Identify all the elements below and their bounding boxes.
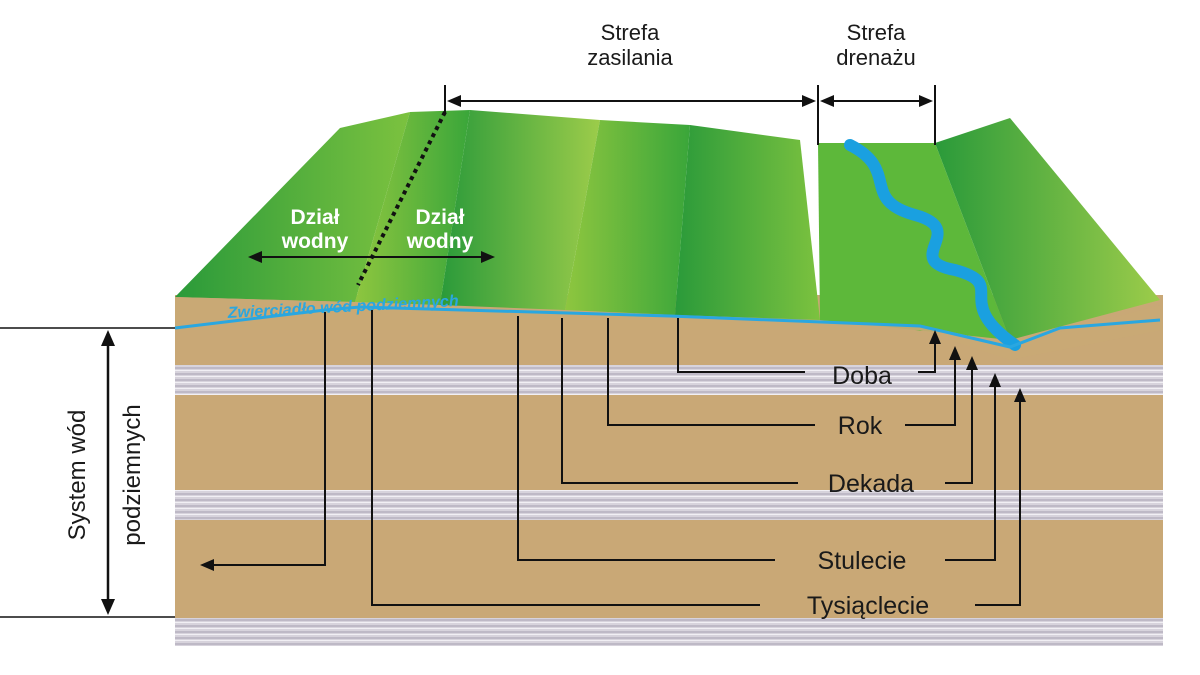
- flow-path-stulecie-return: [945, 385, 996, 561]
- divide-left-label-2: wodny: [281, 230, 349, 253]
- aquitard-layer-1: [175, 365, 1163, 395]
- flow-arrowheads: [200, 330, 1026, 571]
- divide-right-label-1: Dział: [415, 206, 464, 229]
- label-tysiaclecie: Tysiąclecie: [807, 592, 929, 620]
- label-doba: Doba: [832, 362, 892, 390]
- drainage-arrow-head-left: [820, 95, 834, 107]
- arrowhead-doba: [929, 330, 941, 344]
- drainage-arrow-head-right: [919, 95, 933, 107]
- flow-path-tysiaclecie: [371, 310, 760, 606]
- flow-path-regional: [212, 312, 326, 566]
- soil-top-edge: [175, 297, 1163, 360]
- terrain-strip-1: [175, 112, 410, 302]
- drainage-zone-label-1: Strefa: [847, 20, 906, 45]
- terrain-strip-3: [440, 110, 600, 310]
- flow-path-dekada: [561, 318, 798, 484]
- arrowhead-rok: [949, 346, 961, 360]
- arrowhead-stulecie: [989, 373, 1001, 387]
- flow-path-doba: [677, 318, 805, 373]
- system-arrow-head-top: [101, 330, 115, 346]
- label-rok: Rok: [838, 412, 883, 440]
- flow-path-stulecie: [517, 316, 775, 561]
- divide-arrow-head-right: [481, 251, 495, 263]
- terrain-strip-5: [675, 125, 820, 320]
- zone-brackets: Strefa zasilania Strefa drenażu: [444, 20, 936, 145]
- water-table-line: [174, 305, 1161, 349]
- arrowhead-dekada: [966, 356, 978, 370]
- arrowhead-regional: [200, 559, 214, 571]
- flow-path-doba-return: [918, 342, 936, 373]
- recharge-zone-label-2: zasilania: [587, 45, 673, 70]
- system-arrow-head-bottom: [101, 599, 115, 615]
- divide-labels: Dział wodny Dział wodny: [248, 206, 495, 263]
- arrowhead-tysiaclecie: [1014, 388, 1026, 402]
- drainage-zone-label-2: drenażu: [836, 45, 916, 70]
- label-stulecie: Stulecie: [818, 547, 907, 575]
- flow-paths: [212, 310, 1021, 606]
- recharge-arrow-head-right: [802, 95, 816, 107]
- flow-path-rok: [607, 318, 815, 426]
- aquitard-layer-2: [175, 490, 1163, 520]
- recharge-arrow-head-left: [447, 95, 461, 107]
- aquitard-layer-3: [175, 618, 1163, 646]
- system-bracket: System wód podziemnych: [0, 327, 175, 618]
- divide-right-label-2: wodny: [406, 230, 474, 253]
- system-label-2: podziemnych: [119, 404, 146, 545]
- flow-path-tysiaclecie-return: [975, 400, 1021, 606]
- divide-arrow-head-left: [248, 251, 262, 263]
- terrain-surface: [175, 110, 1163, 360]
- terrain-strip-4: [565, 120, 690, 315]
- recharge-zone-label-1: Strefa: [601, 20, 660, 45]
- flow-path-rok-return: [905, 358, 956, 426]
- terrain-valley: [818, 143, 1010, 340]
- flow-time-labels: Doba Rok Dekada Stulecie Tysiąclecie: [807, 362, 929, 620]
- flow-path-dekada-return: [945, 368, 973, 484]
- divide-left-label-1: Dział: [290, 206, 339, 229]
- system-label-1: System wód: [64, 410, 91, 541]
- label-dekada: Dekada: [828, 470, 914, 498]
- river: [844, 139, 1021, 351]
- terrain-hill-right: [935, 118, 1160, 340]
